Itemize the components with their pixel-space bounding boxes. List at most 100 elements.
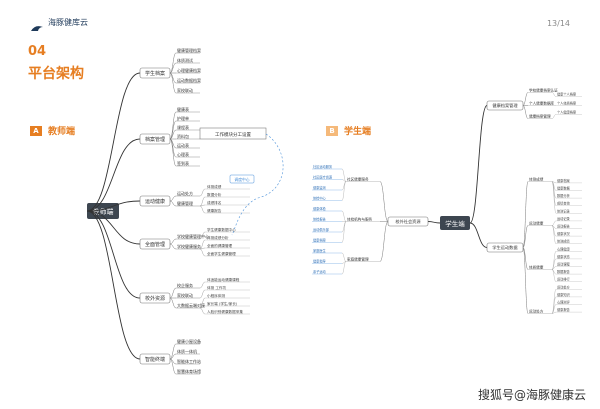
connector [169, 52, 177, 74]
student-left-sub-leaf: 体检中心 [313, 196, 327, 201]
connector [551, 181, 557, 214]
connector [551, 92, 557, 97]
student-sub-leaf: 健康报告 [557, 307, 570, 312]
connector [341, 181, 347, 201]
student-root-node [440, 216, 470, 230]
student-sub-leaf: 数据分析 [557, 193, 571, 198]
student-sub-leaf: 体测成绩 [557, 239, 571, 244]
connector [551, 251, 557, 270]
connector [86, 210, 141, 299]
connector [199, 239, 206, 250]
connector [169, 343, 177, 360]
connector [341, 252, 347, 262]
student-leaf: 体质健康 [529, 265, 544, 270]
teacher-branch-0-label: 学生档案 [145, 70, 165, 77]
teacher-root-label: 教师端 [93, 207, 114, 216]
connector [199, 231, 206, 240]
connector [199, 307, 206, 315]
connector [169, 129, 177, 140]
student-left-sub-leaf: 运动俱乐部 [313, 227, 330, 232]
teacher-leaf: 资料包 [177, 133, 189, 139]
watermark: 搜狐号@海豚健康云 [477, 388, 586, 402]
student-root-label: 学生端 [445, 219, 465, 228]
teacher-leaf: 健康小屋设备 [177, 338, 201, 344]
teacher-sub-leaf: 人脸识别健康数据采集 [207, 309, 243, 314]
logo: 海豚健库云 [30, 17, 88, 31]
teacher-leaf: 护理单 [177, 115, 189, 121]
teacher-title: 教师端 [48, 127, 76, 137]
connector [86, 72, 141, 212]
student-leaf: 健康档案管理 [529, 114, 551, 119]
connector [169, 238, 177, 245]
connector [379, 221, 389, 262]
student-panel-title: B 学生端 [326, 124, 371, 137]
teacher-leaf: 智慧体育场馆 [177, 368, 201, 374]
connector [551, 269, 557, 282]
student-left-sub-leaf: 社区医疗资源 [313, 175, 333, 180]
teacher-sub-leaf: 体测成绩 [207, 184, 222, 189]
connector [86, 210, 141, 360]
connector [169, 72, 177, 94]
student-left-leaf: 家庭健康管理 [347, 257, 369, 262]
connector [199, 289, 206, 299]
teacher-leaf: 家校联动 [177, 87, 193, 93]
teacher-leaf: 健康表 [177, 106, 189, 112]
student-sub-leaf: 体测记录 [557, 208, 571, 213]
connector [169, 62, 177, 74]
teacher-leaf: 课程表 [177, 124, 189, 130]
connector [551, 225, 557, 244]
section-title: 平台架构 [28, 66, 84, 82]
teacher-branch-2-label: 运动健康 [145, 198, 165, 205]
student-sub-leaf: 运动记录 [557, 216, 571, 221]
connector [341, 261, 347, 264]
teacher-leaf: 签到表 [177, 160, 189, 166]
note-box-label: 工作模块分工设置 [215, 131, 251, 138]
student-sub-leaf: 健康个人档案 [557, 92, 577, 97]
teacher-leaf: 体质测试 [177, 57, 193, 63]
connector [341, 168, 347, 182]
teacher-sub-leaf: 全面的健康管理 [207, 243, 233, 248]
connector [522, 247, 529, 270]
student-leaf: 体测成绩 [529, 177, 544, 182]
connector [551, 181, 557, 206]
teacher-sub-leaf: 小程序体测 [207, 293, 225, 298]
dashed-label: 调度中心 [234, 177, 249, 182]
student-sub-leaf: 健康数据 [557, 186, 571, 191]
connector [169, 358, 177, 375]
connector [522, 225, 529, 248]
student-left-sub-leaf: 社区运动服务 [313, 164, 333, 169]
student-sub-leaf: 数据报告 [557, 269, 570, 274]
dashed-label-box [229, 174, 255, 184]
connector [86, 210, 141, 245]
connector [199, 281, 206, 289]
connector [551, 296, 557, 314]
connector [551, 258, 557, 270]
teacher-leaf: 运动数据档案 [177, 77, 201, 83]
teacher-leaf: 健康管理档案 [177, 47, 201, 53]
student-sub-leaf: 心理测评 [557, 300, 571, 305]
connector [522, 92, 529, 106]
teacher-leaf: 运动处方 [177, 190, 193, 196]
page-number: 13/14 [546, 19, 570, 28]
student-sub-leaf: 运动排行 [557, 277, 571, 282]
teacher-sub-leaf: 体测 工作坊 [207, 285, 227, 290]
student-right-branch-1-label: 学生运动数据 [492, 244, 517, 251]
connector [522, 181, 529, 248]
teacher-leaf: 校企服务 [177, 282, 193, 288]
connector [169, 287, 177, 299]
teacher-branch-3-label: 全面管理 [145, 241, 165, 248]
teacher-leaf: 学校健康管理中心 [177, 233, 209, 239]
student-left-sub-leaf: 健康监测 [313, 185, 326, 190]
logo-text: 海豚健库云 [48, 18, 88, 27]
student-left-sub-leaf: 健康体检 [313, 206, 327, 211]
teacher-sub-leaf: 数据分析 [207, 192, 222, 197]
connector [169, 243, 177, 250]
connector [199, 196, 206, 207]
teacher-leaf: 家校联动 [177, 292, 193, 298]
section-number: 04 [28, 44, 47, 59]
teacher-sub-leaf: 学生健康数据中心 [207, 227, 236, 232]
connector [341, 261, 347, 275]
student-title: 学生端 [344, 127, 372, 137]
teacher-panel-title: A 教师端 [30, 124, 75, 137]
